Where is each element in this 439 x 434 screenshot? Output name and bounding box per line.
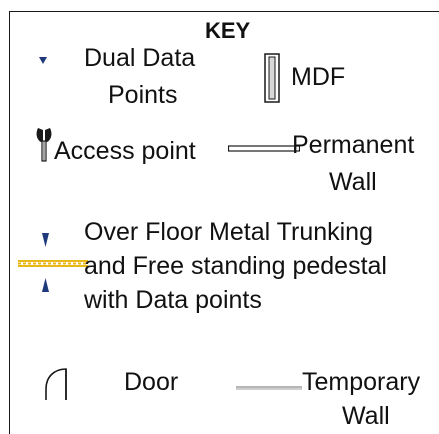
access-point-label: Access point (54, 137, 196, 165)
trunking-pedestal-icon (18, 228, 88, 298)
legend-border-left (9, 11, 10, 434)
dual-data-points-label-line2: Points (108, 81, 178, 109)
door-swing-icon (44, 367, 70, 401)
dual-data-points-label-line1: Dual Data (84, 44, 196, 72)
temporary-wall-label-line2: Wall (342, 402, 390, 430)
mdf-rectangle-icon (264, 53, 280, 103)
trunking-label-line2: and Free standing pedestal (84, 252, 387, 280)
mdf-label: MDF (291, 63, 346, 91)
temporary-wall-label-line1: Temporary (302, 368, 421, 396)
access-point-antenna-icon (34, 126, 54, 168)
door-label: Door (124, 368, 179, 396)
thin-gray-line-icon (236, 385, 302, 391)
permanent-wall-label-line1: Permanent (292, 131, 415, 159)
legend-title: KEY (205, 18, 251, 43)
permanent-wall-label-line2: Wall (329, 168, 377, 196)
double-line-wall-icon (228, 145, 300, 153)
trunking-label-line1: Over Floor Metal Trunking (84, 218, 373, 246)
legend-border-top (9, 11, 439, 12)
small-triangle-icon (38, 56, 48, 66)
trunking-label-line3: with Data points (84, 286, 262, 314)
